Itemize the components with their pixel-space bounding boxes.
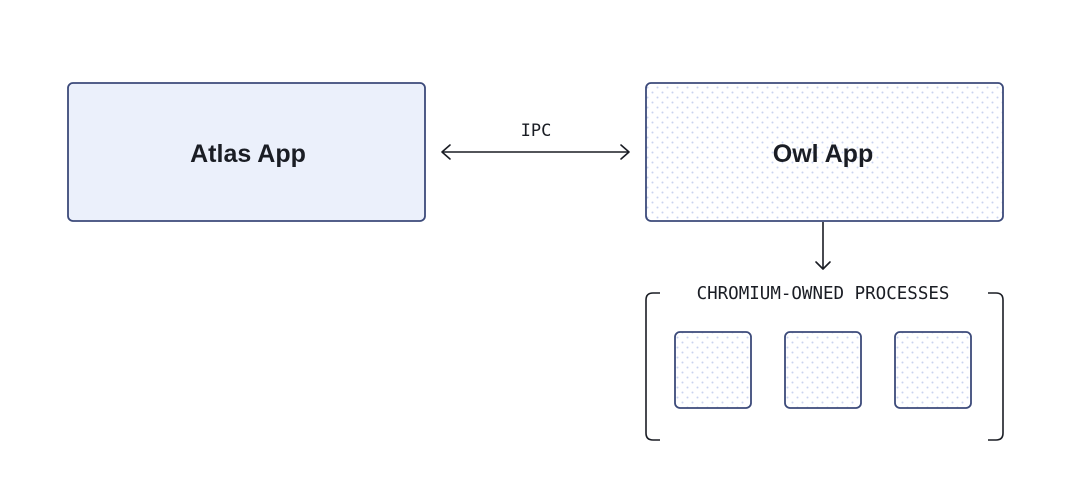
atlas-app-node: Atlas App xyxy=(67,82,426,222)
process-box xyxy=(674,331,752,409)
down-arrowhead-icon xyxy=(815,261,831,270)
owl-to-processes-connector xyxy=(815,222,831,270)
ipc-arrowhead-right-icon xyxy=(620,144,630,160)
process-box xyxy=(784,331,862,409)
chromium-processes-group: CHROMIUM-OWNED PROCESSES xyxy=(645,284,1004,441)
ipc-arrowhead-left-icon xyxy=(441,144,451,160)
owl-app-box xyxy=(645,82,1004,222)
group-bracket-left xyxy=(645,292,660,441)
process-box xyxy=(894,331,972,409)
owl-app-node: Owl App xyxy=(645,82,1004,222)
owl-app-label: Owl App xyxy=(773,140,873,168)
group-label: CHROMIUM-OWNED PROCESSES xyxy=(697,284,950,304)
ipc-label: IPC xyxy=(521,121,552,141)
atlas-app-box xyxy=(67,82,426,222)
ipc-connector: IPC xyxy=(441,121,630,160)
group-bracket-right xyxy=(988,292,1004,441)
atlas-app-label: Atlas App xyxy=(190,140,306,168)
